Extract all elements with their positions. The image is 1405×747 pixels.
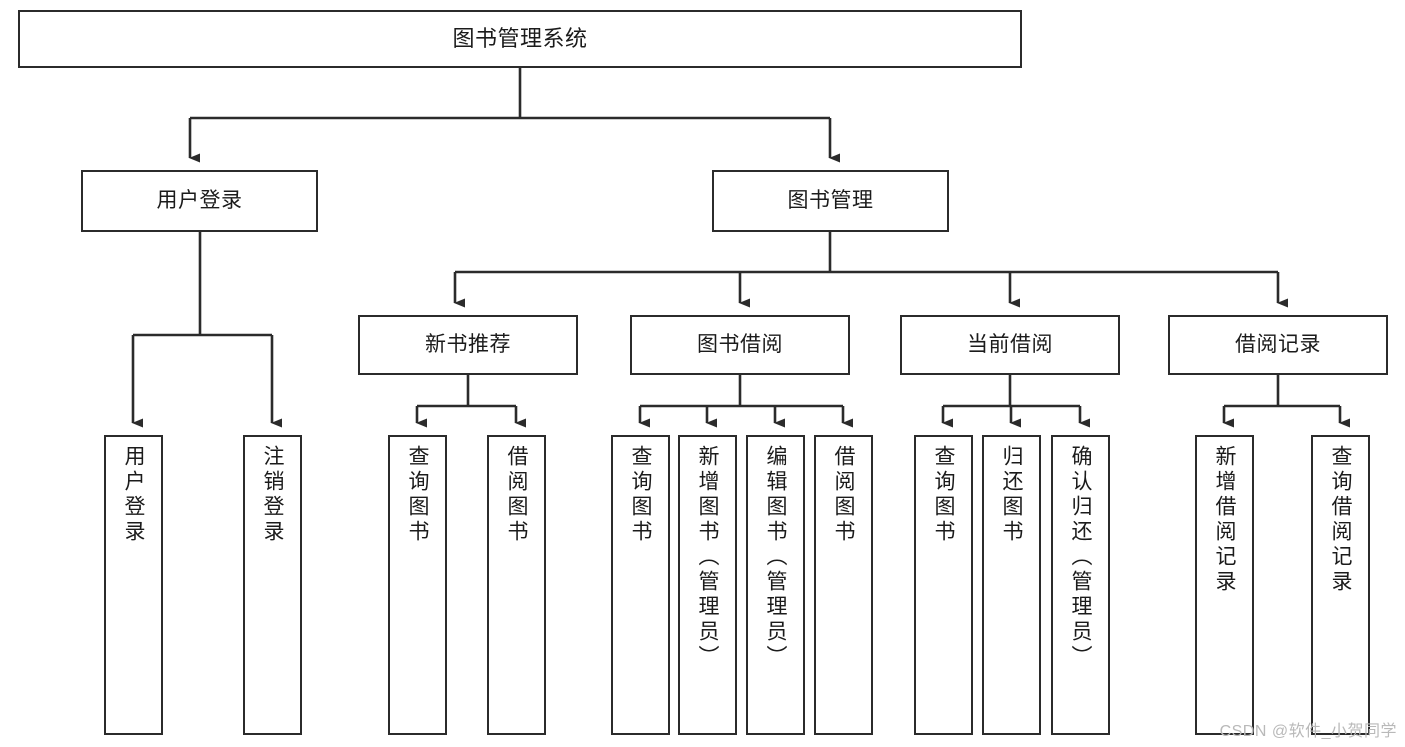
- leaf-query-book-borrow[interactable]: 查询图书: [611, 435, 670, 735]
- csdn-watermark: CSDN @软件_小贺同学: [1219, 723, 1397, 740]
- leaf-query-book-current[interactable]: 查询图书: [914, 435, 973, 735]
- leaf-query-book-new-recommend[interactable]: 查询图书: [388, 435, 447, 735]
- node-label: 借阅图书: [505, 445, 528, 545]
- leaf-add-book-admin[interactable]: 新增图书（管理员）: [678, 435, 737, 735]
- leaf-borrow-book-new-recommend[interactable]: 借阅图书: [487, 435, 546, 735]
- node-label: 查询图书: [932, 445, 955, 545]
- node-borrow-record[interactable]: 借阅记录: [1168, 315, 1388, 375]
- node-label: 用户登录: [156, 189, 243, 213]
- node-label: 查询图书: [406, 445, 429, 545]
- node-label: 借阅记录: [1235, 333, 1321, 357]
- node-label: 借阅图书: [832, 445, 855, 545]
- node-label: 图书管理系统: [452, 25, 588, 51]
- node-label: 新书推荐: [425, 333, 511, 357]
- node-current-borrow[interactable]: 当前借阅: [900, 315, 1120, 375]
- node-book-borrow[interactable]: 图书借阅: [630, 315, 850, 375]
- leaf-return-book[interactable]: 归还图书: [982, 435, 1041, 735]
- leaf-edit-book-admin[interactable]: 编辑图书（管理员）: [746, 435, 805, 735]
- node-new-book-recommend[interactable]: 新书推荐: [358, 315, 578, 375]
- leaf-query-borrow-record[interactable]: 查询借阅记录: [1311, 435, 1370, 735]
- leaf-add-borrow-record[interactable]: 新增借阅记录: [1195, 435, 1254, 735]
- leaf-user-login[interactable]: 用户登录: [104, 435, 163, 735]
- leaf-confirm-return-admin[interactable]: 确认归还（管理员）: [1051, 435, 1110, 735]
- node-label: 查询借阅记录: [1329, 445, 1352, 595]
- node-label: 查询图书: [629, 445, 652, 545]
- node-label: 归还图书: [1000, 445, 1023, 545]
- node-label: 当前借阅: [967, 333, 1053, 357]
- node-label: 新增图书（管理员）: [696, 445, 719, 670]
- leaf-logout-login[interactable]: 注销登录: [243, 435, 302, 735]
- node-label: 用户登录: [122, 445, 145, 545]
- node-label: 新增借阅记录: [1213, 445, 1236, 595]
- node-user-login[interactable]: 用户登录: [81, 170, 318, 232]
- node-book-management-system[interactable]: 图书管理系统: [18, 10, 1022, 68]
- node-book-management[interactable]: 图书管理: [712, 170, 949, 232]
- node-label: 编辑图书（管理员）: [764, 445, 787, 670]
- node-label: 注销登录: [261, 445, 284, 545]
- node-label: 图书管理: [787, 189, 874, 213]
- node-label: 图书借阅: [697, 333, 783, 357]
- leaf-borrow-book-borrow[interactable]: 借阅图书: [814, 435, 873, 735]
- node-label: 确认归还（管理员）: [1069, 445, 1092, 670]
